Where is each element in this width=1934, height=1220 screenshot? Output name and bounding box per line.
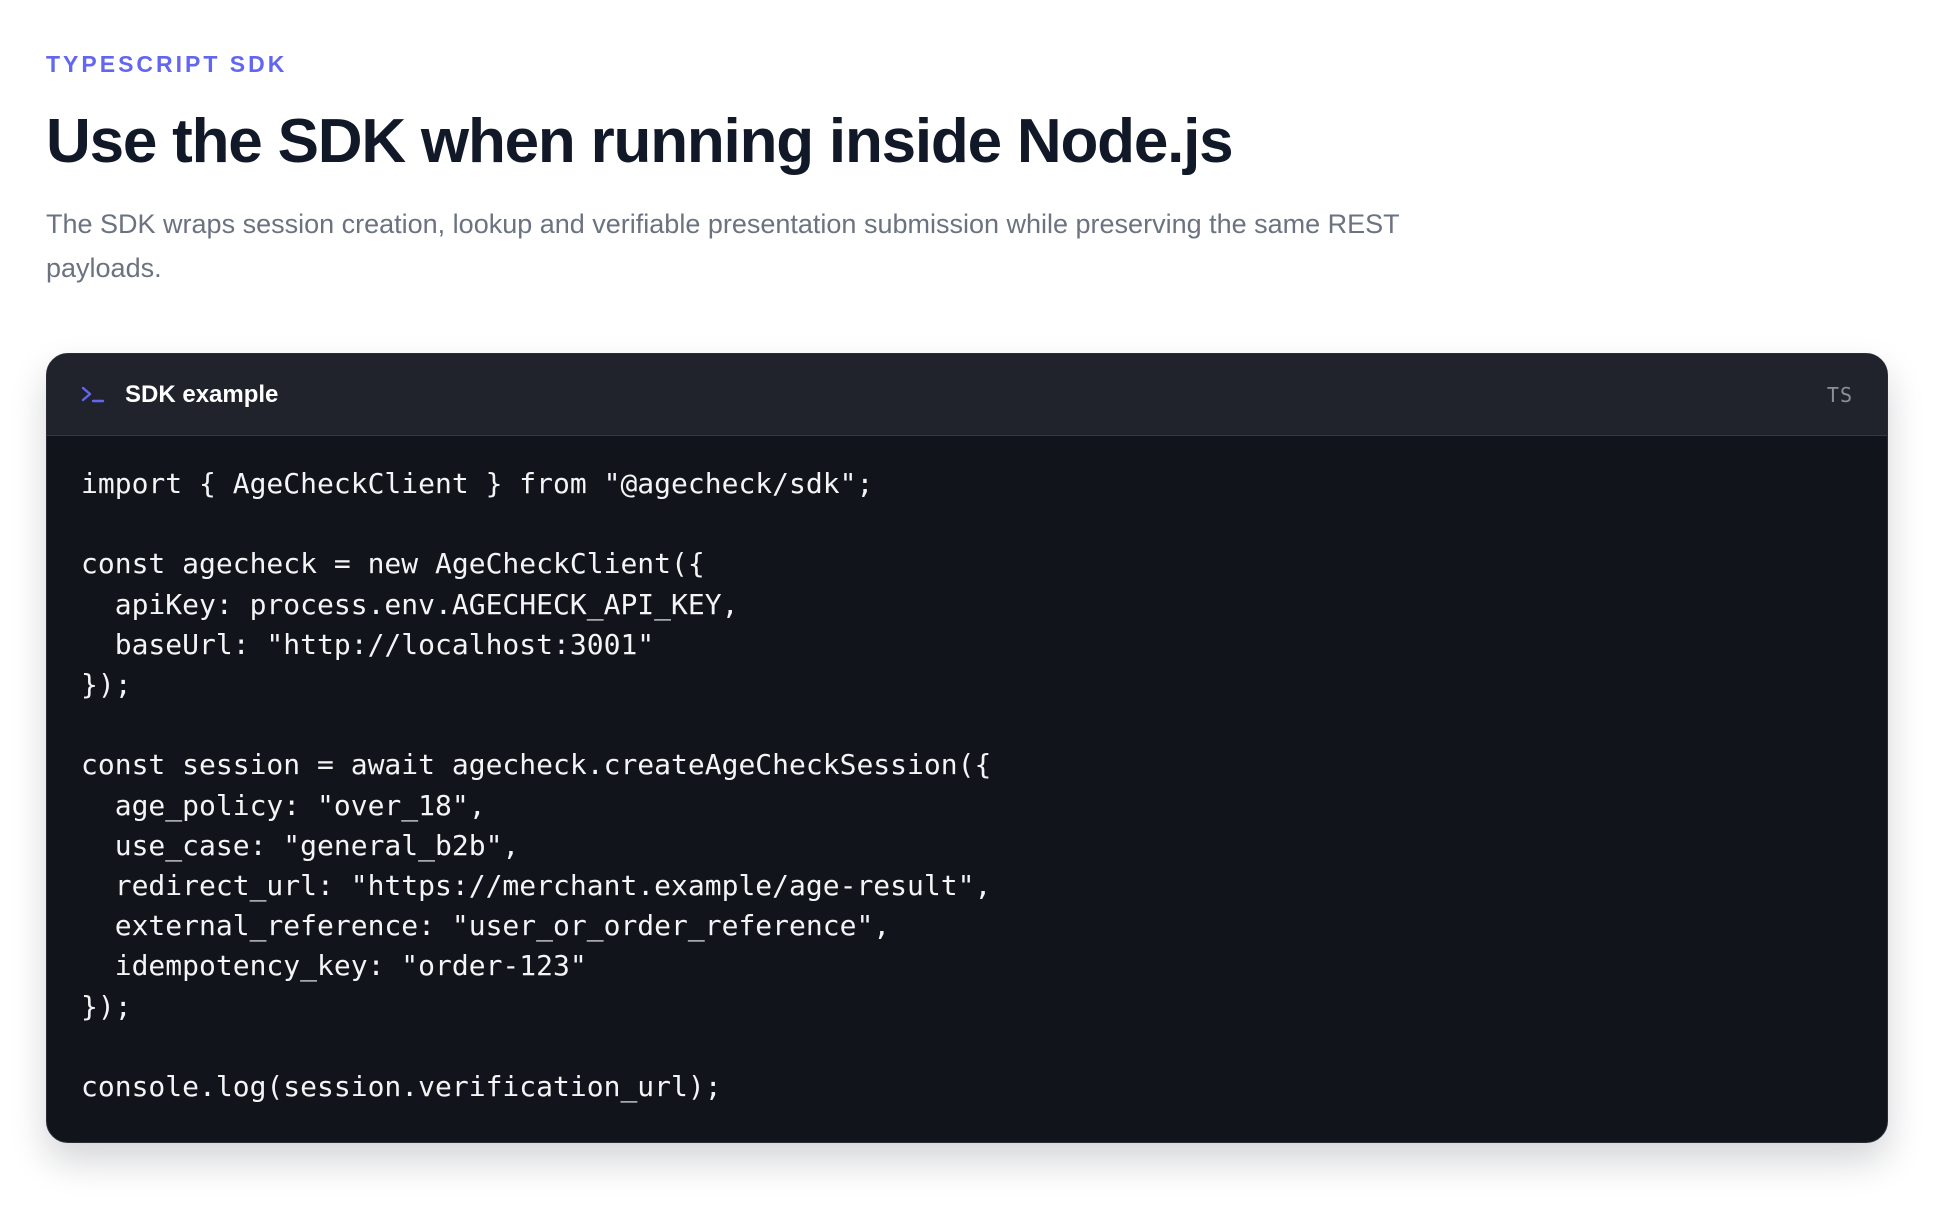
code-line: console.log(session.verification_url); bbox=[81, 1070, 722, 1103]
code-line: }); bbox=[81, 668, 132, 701]
terminal-icon bbox=[81, 381, 113, 409]
code-line: idempotency_key: "order-123" bbox=[81, 949, 587, 983]
code-line: baseUrl: "http://localhost:3001" bbox=[81, 627, 655, 661]
code-line bbox=[81, 1027, 1853, 1067]
code-line bbox=[81, 705, 1853, 745]
language-badge: TS bbox=[1826, 382, 1853, 407]
code-line: }); bbox=[81, 989, 132, 1023]
code-line: const session = await agecheck.createAge… bbox=[81, 748, 992, 782]
code-line: import { AgeCheckClient } from "@agechec… bbox=[81, 467, 874, 500]
code-line: redirect_url: "https://merchant.example/… bbox=[81, 869, 992, 902]
code-line: age_policy: "over_18", bbox=[81, 788, 486, 822]
code-block-header: SDK example TS bbox=[47, 354, 1887, 436]
code-line: apiKey: process.env.AGECHECK_API_KEY, bbox=[81, 587, 739, 621]
sdk-example-code-block: SDK example TS import { AgeCheckClient }… bbox=[46, 353, 1888, 1143]
section-eyebrow: TYPESCRIPT SDK bbox=[46, 51, 288, 77]
typescript-code: import { AgeCheckClient } from "@agechec… bbox=[81, 464, 1853, 1107]
code-line bbox=[81, 504, 1853, 544]
code-line: use_case: "general_b2b", bbox=[81, 828, 520, 862]
code-block-title: SDK example bbox=[125, 380, 279, 408]
code-line: const agecheck = new AgeCheckClient({ bbox=[81, 547, 705, 581]
page-title: Use the SDK when running inside Node.js bbox=[46, 107, 1234, 176]
section-description: The SDK wraps session creation, lookup a… bbox=[46, 209, 1400, 283]
code-body: import { AgeCheckClient } from "@agechec… bbox=[47, 436, 1887, 1107]
code-line: external_reference: "user_or_order_refer… bbox=[81, 909, 891, 943]
